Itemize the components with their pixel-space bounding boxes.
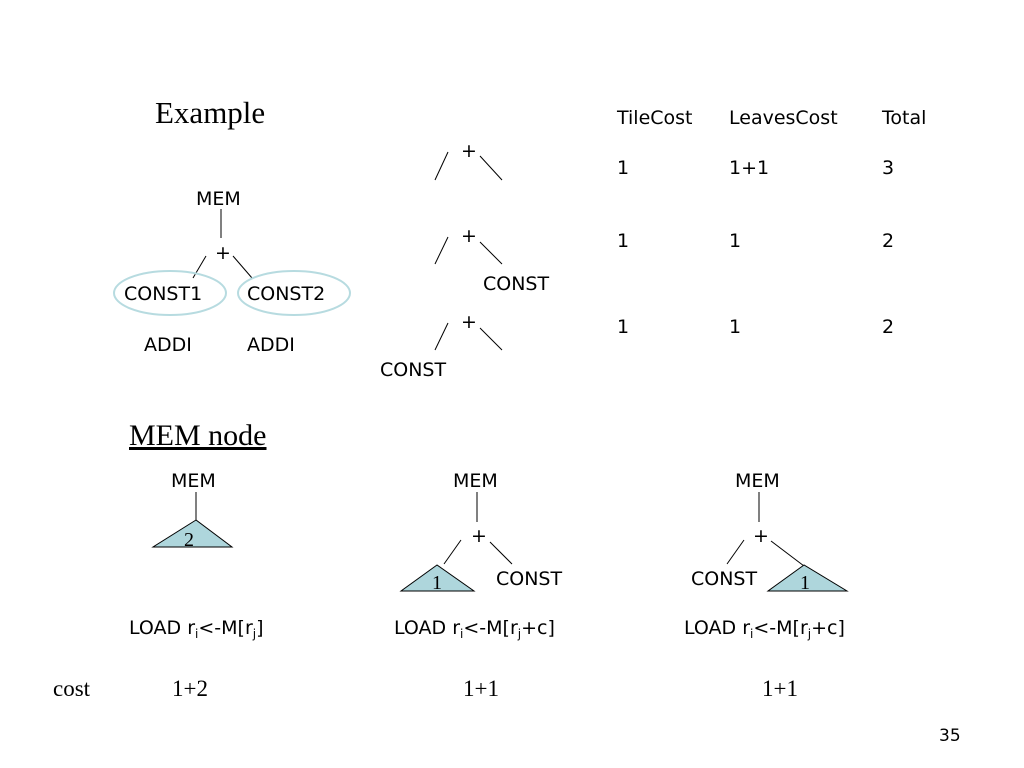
- tile2-right-edge: [479, 241, 503, 265]
- cost-label: cost: [53, 676, 91, 701]
- header-total: Total: [882, 107, 927, 129]
- pattern2-plus: +: [461, 225, 477, 247]
- pattern1-plus: +: [461, 140, 477, 162]
- header-tilecost: TileCost: [617, 107, 693, 129]
- edge-plus-const2: [232, 255, 253, 279]
- page-number: 35: [939, 726, 961, 746]
- const2-ellipse: [237, 270, 351, 316]
- mem2-root: MEM: [453, 470, 498, 492]
- row1-leavescost: 1+1: [729, 157, 770, 179]
- tile-addi-right: ADDI: [247, 334, 295, 356]
- mem2-cost: 1+1: [463, 676, 499, 701]
- pattern3-const: CONST: [380, 359, 447, 381]
- tile1-left-edge: [434, 151, 449, 181]
- edge-plus-const1: [192, 255, 207, 279]
- const1-ellipse: [113, 270, 227, 316]
- tile1-right-edge: [479, 155, 503, 181]
- row2-tilecost: 1: [617, 230, 630, 252]
- pattern3-plus: +: [461, 311, 477, 333]
- tree-const2: CONST2: [247, 283, 326, 305]
- tile2-left-edge: [434, 236, 449, 265]
- row1-tilecost: 1: [617, 157, 630, 179]
- header-leavescost: LeavesCost: [729, 107, 838, 129]
- tree-plus: +: [215, 242, 231, 264]
- mem1-triangle-label: 2: [184, 529, 194, 551]
- mem1-instruction: LOAD ri<-M[rj]: [129, 617, 264, 641]
- mem1-root: MEM: [171, 470, 216, 492]
- mem2-const: CONST: [496, 568, 563, 590]
- section-title: MEM node: [129, 419, 267, 452]
- mem2-left-edge: [443, 539, 462, 565]
- mem3-triangle-label: 1: [800, 572, 810, 594]
- triangle-tile-3: [766, 564, 849, 592]
- mem2-plus: +: [471, 525, 487, 547]
- row1-total: 3: [882, 157, 895, 179]
- mem2-triangle-label: 1: [432, 572, 442, 594]
- mem1-cost: 1+2: [172, 676, 208, 701]
- tree-root-mem: MEM: [196, 188, 241, 210]
- tile-addi-left: ADDI: [144, 334, 192, 356]
- row2-total: 2: [882, 230, 895, 252]
- row3-tilecost: 1: [617, 316, 630, 338]
- row3-leavescost: 1: [729, 316, 742, 338]
- mem3-const: CONST: [691, 568, 758, 590]
- pattern2-const: CONST: [483, 273, 550, 295]
- triangle-tile-2: [399, 564, 476, 592]
- tile3-right-edge: [479, 327, 503, 351]
- row3-total: 2: [882, 316, 895, 338]
- mem3-left-edge: [726, 539, 745, 565]
- mem3-plus: +: [753, 525, 769, 547]
- triangle-tile-1: [151, 519, 234, 548]
- mem3-cost: 1+1: [762, 676, 798, 701]
- slide-title: Example: [155, 95, 266, 130]
- tile3-left-edge: [434, 322, 449, 351]
- mem2-right-edge: [489, 541, 513, 565]
- mem3-instruction: LOAD ri<-M[rj+c]: [684, 617, 845, 641]
- mem2-instruction: LOAD ri<-M[rj+c]: [394, 617, 555, 641]
- row2-leavescost: 1: [729, 230, 742, 252]
- tree-const1: CONST1: [124, 283, 203, 305]
- mem3-root: MEM: [735, 470, 780, 492]
- mem3-right-edge: [770, 540, 805, 567]
